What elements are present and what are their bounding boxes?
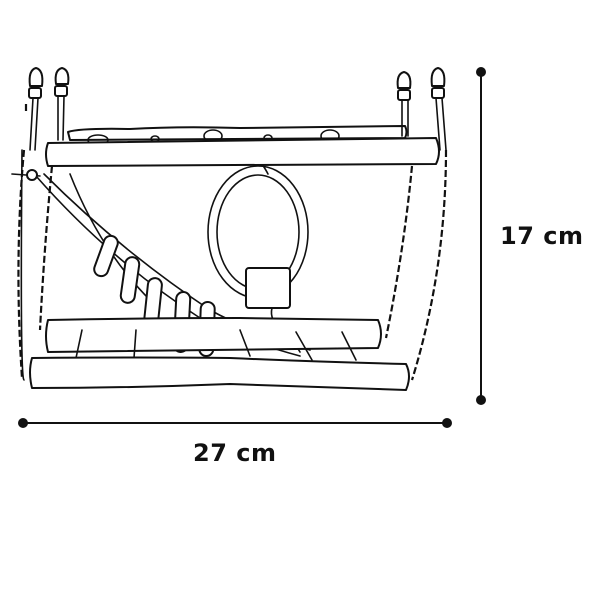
bottom-front-plank: [29, 356, 410, 391]
clip-hook-3: [396, 71, 412, 137]
width-dimension-label: 27 cm: [193, 439, 277, 467]
clip-hook-1: [28, 67, 44, 151]
height-dimension-line: [476, 67, 486, 405]
chain-left-inner: [38, 165, 54, 331]
width-dimension-line: [18, 418, 452, 428]
clip-hook-4: [430, 67, 447, 151]
height-dimension-label: 17 cm: [500, 222, 584, 250]
chain-left-outer: [17, 104, 28, 381]
clip-hook-2: [54, 67, 70, 141]
chain-right-inner: [384, 165, 414, 339]
top-front-plank: [45, 137, 440, 167]
bottom-back-plank: [45, 317, 382, 361]
chain-right-outer: [410, 149, 448, 381]
